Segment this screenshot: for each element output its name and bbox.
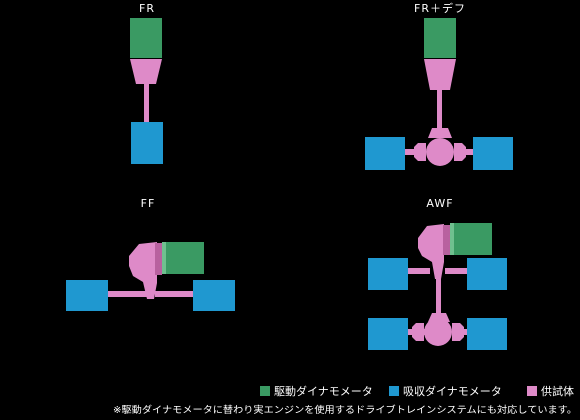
legend: 駆動ダイナモメータ 吸収ダイナモメータ 供試体 ※駆動ダイナモメータに替わり実エ… [113, 384, 577, 416]
front-axle-shaft-left [408, 268, 430, 274]
front-axle-shaft-right [445, 268, 467, 274]
panel-fr-diff: FR＋デフ [365, 1, 513, 170]
legend-swatch-test-vehicle [527, 386, 537, 396]
propeller-shaft [144, 84, 149, 122]
absorb-dynamometer-front-left [368, 258, 408, 290]
absorb-dynamometer-right [193, 280, 235, 311]
legend-note: ※駆動ダイナモメータに替わり実エンジンを使用するドライブトレインシステムにも対応… [113, 404, 577, 416]
drive-dynamometer [424, 18, 456, 58]
panel-fr: FR [130, 2, 163, 164]
transaxle-flange [443, 225, 450, 255]
legend-swatch-drive [260, 386, 270, 396]
differential-flange-left [414, 143, 426, 161]
differential-flange-left [412, 323, 424, 341]
axle-shaft-right [155, 291, 193, 297]
differential-mount [428, 128, 452, 138]
absorb-dynamometer-left [66, 280, 108, 311]
drive-dynamometer-face [162, 242, 166, 274]
drive-dynamometer [162, 242, 204, 274]
panel-title-fr: FR [139, 2, 155, 15]
panel-ff: FF [66, 197, 235, 311]
differential-flange-right [454, 143, 466, 161]
panel-title-fr-diff: FR＋デフ [414, 1, 466, 15]
panel-title-awf: AWF [426, 197, 453, 210]
differential-flange-right [452, 323, 464, 341]
legend-swatch-absorb [389, 386, 399, 396]
propeller-shaft [436, 279, 441, 313]
transaxle [129, 242, 157, 299]
drive-dynamometer [450, 223, 492, 255]
legend-label-absorb: 吸収ダイナモメータ [403, 384, 502, 398]
panel-awf: AWF [368, 197, 507, 350]
transaxle-flange [155, 243, 162, 275]
panel-title-ff: FF [141, 197, 156, 210]
transmission-housing [130, 59, 162, 84]
axle-shaft-left [108, 291, 148, 297]
propeller-shaft [437, 90, 442, 128]
differential [424, 318, 452, 346]
absorb-dynamometer-rear-left [368, 318, 408, 350]
drive-dynamometer [130, 18, 162, 58]
transaxle [418, 224, 444, 279]
absorb-dynamometer-right [473, 137, 513, 170]
transmission-housing [424, 59, 456, 90]
absorb-dynamometer-rear-right [467, 318, 507, 350]
drive-dynamometer-face [450, 223, 454, 255]
legend-label-drive: 駆動ダイナモメータ [274, 384, 373, 398]
absorb-dynamometer-front-right [467, 258, 507, 290]
legend-label-test-vehicle: 供試体 [541, 384, 574, 398]
differential [426, 138, 454, 166]
absorb-dynamometer-left [365, 137, 405, 170]
absorb-dynamometer [131, 122, 163, 164]
